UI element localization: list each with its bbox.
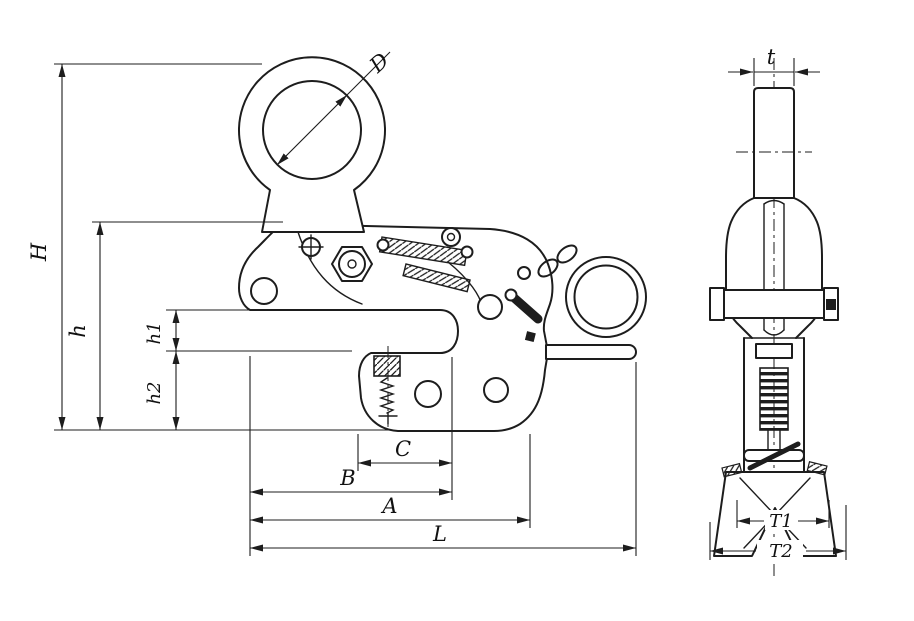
chain-link-2 (556, 244, 578, 264)
spring-anchor-right (460, 245, 474, 259)
dim-label-h1: h1 (144, 321, 165, 344)
pivot-pin (709, 287, 839, 321)
dim-label-C: C (395, 437, 411, 461)
pivot-rivet (298, 234, 324, 260)
dim-label-T2: T2 (769, 541, 792, 562)
spring-coil (759, 367, 789, 431)
body-hole-left (250, 277, 278, 305)
grip-pad-left (721, 462, 743, 478)
release-handle (545, 344, 637, 360)
label-backing-T2 (757, 540, 803, 560)
cam-jaw (373, 346, 401, 430)
dim-label-t: t (767, 45, 776, 69)
clamp-body (238, 223, 554, 432)
spring-anchor-left (376, 238, 390, 252)
cam-pad (373, 355, 401, 377)
dimension-t: t (728, 45, 820, 86)
chain-anchor-pin (517, 266, 531, 280)
dim-label-h: h (66, 324, 90, 338)
front-dimensions: H h h1 h2 D C (27, 48, 637, 556)
tension-spring (376, 236, 474, 267)
side-dimensions: t T1 T2 (709, 45, 847, 562)
front-view: H h h1 h2 D C (27, 48, 647, 556)
latch-stop (524, 331, 536, 343)
body-hole-right (477, 294, 503, 320)
dimension-A: A (250, 494, 530, 524)
latch-pivot (504, 288, 518, 302)
chain-link-1 (537, 258, 559, 278)
adjuster-nut (755, 343, 793, 359)
spring-screw (441, 227, 461, 247)
pin-head-left (709, 287, 725, 321)
dimension-h: h (66, 222, 104, 430)
dimension-T2: T2 (709, 505, 847, 562)
shank (753, 87, 795, 199)
grip-pad-right (806, 461, 828, 476)
dim-label-B: B (339, 466, 355, 490)
release-ring-outer (565, 256, 647, 338)
dimension-h2: h2 (144, 351, 180, 430)
hex-nut (331, 246, 373, 282)
pin-nut (826, 299, 836, 310)
dimension-C: C (358, 437, 452, 467)
lock-spring (402, 263, 471, 293)
release-ring-inner (573, 264, 639, 330)
dim-label-A: A (380, 494, 397, 518)
v-jaw-block (713, 461, 837, 557)
body-hole-bottom-right (483, 377, 509, 403)
dim-label-H: H (27, 242, 51, 262)
body-hole-bottom-left (414, 380, 442, 408)
tommy-bar-diagonal (747, 441, 801, 471)
dim-label-h2: h2 (144, 381, 165, 404)
dimension-L: L (250, 522, 636, 552)
dim-label-T1: T1 (769, 511, 792, 532)
dimension-h1: h1 (144, 310, 180, 351)
side-view: t T1 T2 (709, 45, 847, 576)
side-body (743, 337, 805, 477)
latch-lever (507, 291, 543, 324)
cam-adjuster-spring (378, 377, 396, 414)
dimension-H: H (27, 64, 66, 430)
dimension-T1: T1 (736, 500, 830, 532)
dimension-B: B (250, 466, 452, 496)
label-backing-T1 (765, 510, 797, 530)
release-assembly (504, 244, 647, 360)
dim-label-L: L (432, 522, 447, 546)
